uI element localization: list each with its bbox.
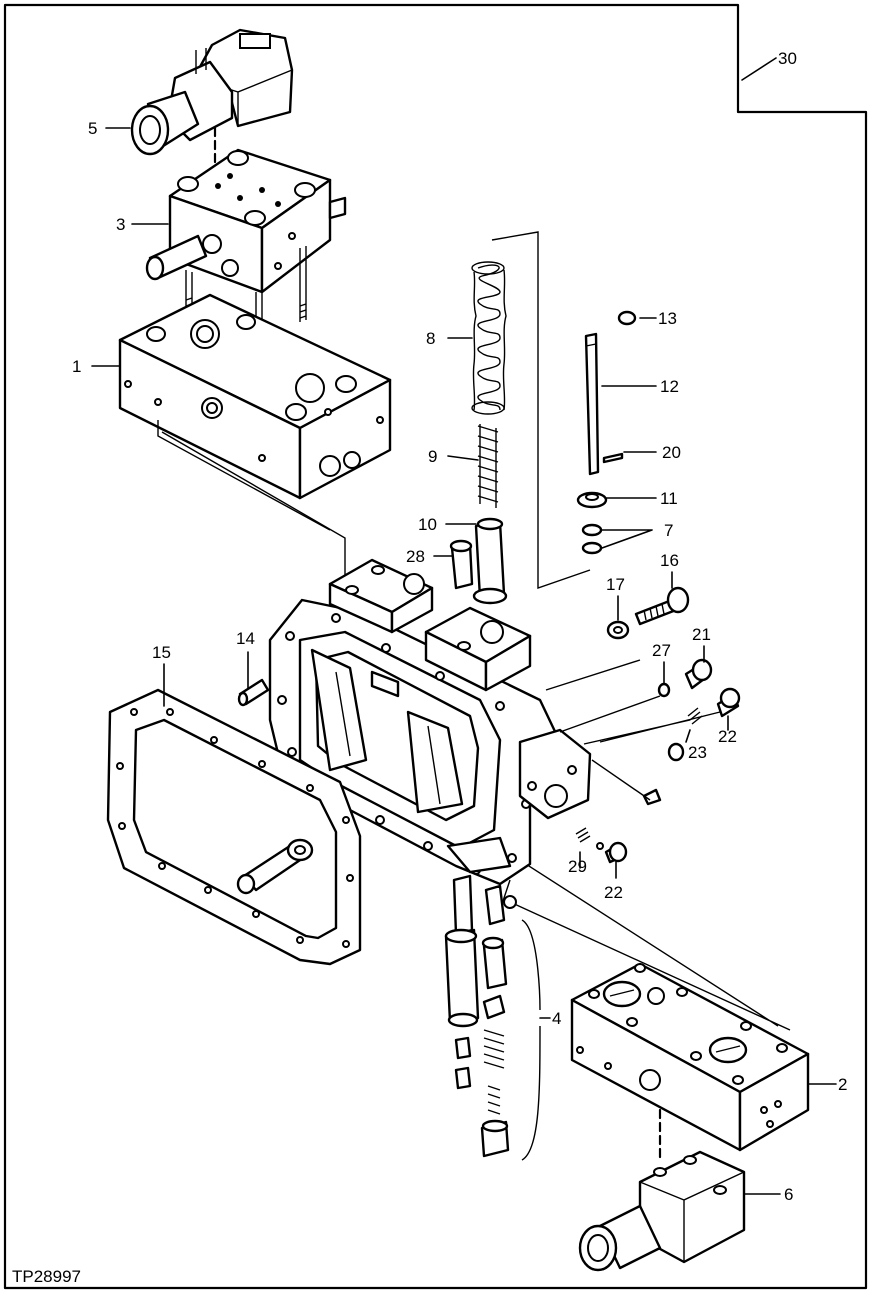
part-15-gasket xyxy=(106,688,362,966)
callout-21: 21 xyxy=(692,625,711,644)
part-9-spring xyxy=(477,424,499,508)
callout-1: 1 xyxy=(72,357,81,376)
part-22-plug-lower xyxy=(604,841,628,864)
figure-code: TP28997 xyxy=(12,1267,81,1286)
part-29-setscrew xyxy=(575,827,604,850)
part-plug-small xyxy=(642,788,662,806)
callout-12: 12 xyxy=(660,377,679,396)
part-16-bolt xyxy=(634,586,690,626)
callout-27: 27 xyxy=(652,641,671,660)
callout-28: 28 xyxy=(406,547,425,566)
part-28-plug xyxy=(449,539,474,590)
part-27-oring xyxy=(657,682,671,698)
part-8-spring xyxy=(471,261,507,415)
callout-13: 13 xyxy=(658,309,677,328)
callout-17: 17 xyxy=(606,575,625,594)
part-7-washers xyxy=(581,523,603,555)
callout-2: 2 xyxy=(838,1075,847,1094)
callout-6: 6 xyxy=(784,1185,793,1204)
part-4-spool-assembly xyxy=(444,874,541,1161)
part-14-dowel xyxy=(237,678,270,707)
part-1-valve-block xyxy=(118,293,392,531)
port-leader-lines xyxy=(545,659,721,801)
assembly-lines xyxy=(161,231,791,1031)
callout-4: 4 xyxy=(552,1009,561,1028)
callout-15: 15 xyxy=(152,643,171,662)
callout-20: 20 xyxy=(662,443,681,462)
part-11-retainer xyxy=(576,491,608,509)
callout-22-upper: 22 xyxy=(718,727,737,746)
part-13-clip xyxy=(617,310,637,326)
part-6-solenoid xyxy=(578,1150,746,1272)
callout-11: 11 xyxy=(660,489,678,508)
callout-14: 14 xyxy=(236,629,255,648)
frame-border xyxy=(3,3,868,1290)
callout-23: 23 xyxy=(688,743,707,762)
part-5-solenoid xyxy=(130,28,294,180)
part-20-pin xyxy=(602,452,624,464)
part-23-setscrew xyxy=(667,707,703,762)
callout-10: 10 xyxy=(418,515,437,534)
callout-leaders xyxy=(91,57,837,1195)
callout-8: 8 xyxy=(426,329,435,348)
callout-22-lower: 22 xyxy=(604,883,623,902)
callout-9: 9 xyxy=(428,447,437,466)
part-12-pin xyxy=(584,332,600,476)
part-17-washer xyxy=(606,620,630,640)
part-22-plug-upper xyxy=(716,687,741,718)
part-2-valve-block xyxy=(570,962,810,1162)
callout-3: 3 xyxy=(116,215,125,234)
part-10-spool xyxy=(472,517,508,605)
callout-30: 30 xyxy=(778,49,797,68)
callout-5: 5 xyxy=(88,119,97,138)
callout-16: 16 xyxy=(660,551,679,570)
main-housing xyxy=(268,558,592,886)
callout-7: 7 xyxy=(664,521,673,540)
part-21-plug xyxy=(684,658,713,690)
part-3-valve-block xyxy=(145,148,347,400)
callout-29: 29 xyxy=(568,857,587,876)
